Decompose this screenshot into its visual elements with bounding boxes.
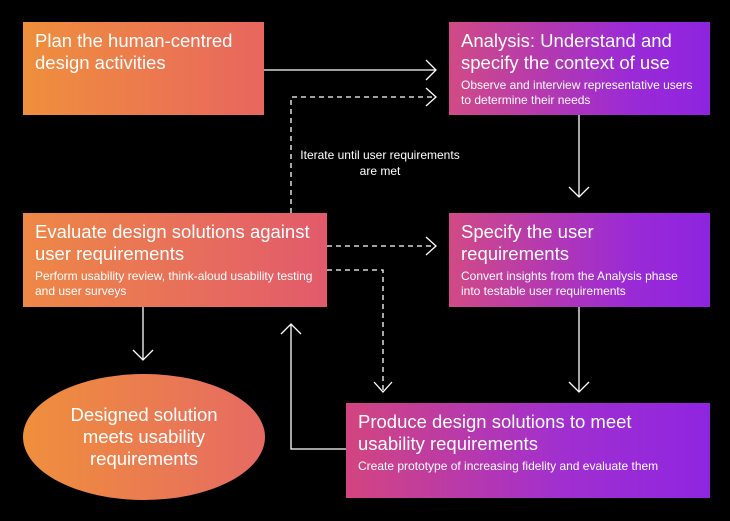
iterate-label: Iterate until user requirements are met <box>300 148 460 178</box>
step-produce-box: Produce design solutions to meet usabili… <box>346 403 710 498</box>
step-analysis-title: Analysis: Understand and specify the con… <box>461 30 672 73</box>
arrowhead-evaluate-to-result <box>132 349 154 361</box>
step-produce-title: Produce design solutions to meet usabili… <box>358 411 632 454</box>
dashed-evaluate-to-produce <box>327 269 384 390</box>
dashed-evaluate-to-analysis <box>290 96 434 213</box>
arrowhead-plan-to-analysis <box>425 59 437 81</box>
arrowhead-dashed-to-specify <box>425 236 437 256</box>
step-specify-box: Specify the user requirements Convert in… <box>449 213 710 307</box>
step-analysis-box: Analysis: Understand and specify the con… <box>449 22 710 115</box>
step-plan-box: Plan the human-centred design activities <box>23 22 264 115</box>
step-evaluate-box: Evaluate design solutions against user r… <box>23 213 327 307</box>
arrowhead-dashed-to-produce <box>373 381 393 393</box>
result-ellipse: Designed solution meets usability requir… <box>23 374 265 500</box>
arrowhead-analysis-to-specify <box>568 186 590 198</box>
result-label: Designed solution meets usability requir… <box>70 404 218 469</box>
step-produce-desc: Create prototype of increasing fidelity … <box>358 459 659 473</box>
arrowhead-dashed-to-analysis <box>425 87 437 107</box>
step-analysis-desc: Observe and interview representative use… <box>461 78 693 107</box>
step-plan-title: Plan the human-centred design activities <box>35 30 233 73</box>
arrowhead-produce-to-evaluate <box>280 323 302 335</box>
arrow-produce-to-evaluate <box>290 324 346 450</box>
arrowhead-specify-to-produce <box>568 381 590 393</box>
step-evaluate-desc: Perform usability review, think-aloud us… <box>35 269 313 298</box>
step-specify-desc: Convert insights from the Analysis phase… <box>461 269 678 298</box>
step-evaluate-title: Evaluate design solutions against user r… <box>35 221 310 264</box>
step-specify-title: Specify the user requirements <box>461 221 594 264</box>
